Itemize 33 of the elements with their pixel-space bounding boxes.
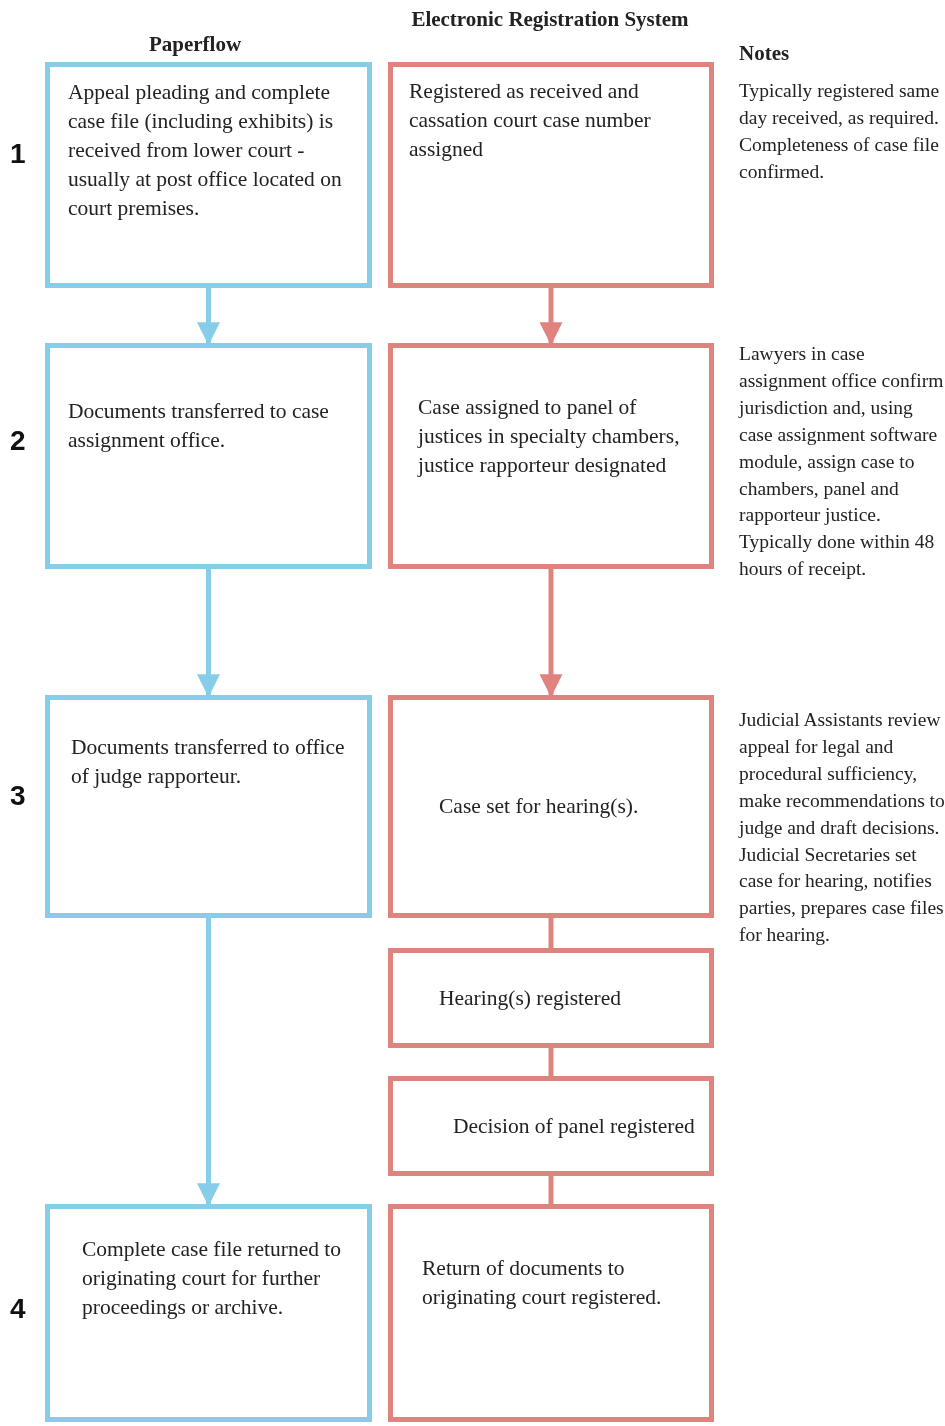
process-box <box>388 948 714 1048</box>
row-number: 1 <box>10 140 27 167</box>
process-box <box>45 1204 372 1422</box>
box-text: Appeal pleading and complete case file (including exhibits) is received from lower court - usually at post office located on court premises. <box>68 78 343 222</box>
box-text: Registered as received and cassation court case number assigned <box>409 77 652 163</box>
row-number: 2 <box>10 427 27 454</box>
process-box <box>45 343 372 569</box>
process-box <box>45 62 372 288</box>
column-heading: Notes <box>739 40 791 67</box>
box-text: Documents transferred to office of judge rapporteur. <box>71 733 346 790</box>
box-text: Hearing(s) registered <box>439 984 622 1012</box>
row-number: 3 <box>10 782 27 809</box>
process-box <box>388 1204 714 1422</box>
box-text: Complete case file returned to originating court for further proceedings or archive. <box>82 1235 343 1321</box>
process-box <box>388 62 714 288</box>
connector-line <box>548 918 554 948</box>
process-box <box>388 695 714 918</box>
process-box <box>45 695 372 918</box>
note-text: Judicial Assistants review appeal for legal and procedural sufficiency, make recommendations to judge and draft decisions. Judicial Secretaries set case for hearing, notifies parties, prepares case files for hearing. <box>739 708 945 948</box>
box-text: Case set for hearing(s). <box>439 793 639 820</box>
box-text: Decision of panel registered <box>453 1112 695 1140</box>
note-text: Lawyers in case assignment office confirm jurisdiction and, using case assignment software module, assign case to chambers, panel and rapporteur justice. Typically done within 48 hours of receipt. <box>739 342 945 582</box>
connector-line <box>548 1176 554 1204</box>
process-box <box>388 1076 714 1176</box>
box-text: Documents transferred to case assignment office. <box>68 398 330 454</box>
note-text: Typically registered same day received, as required. Completeness of case file confirmed. <box>739 79 941 184</box>
connector-line <box>548 1048 554 1076</box>
row-number: 4 <box>10 1295 27 1322</box>
process-box <box>388 343 714 569</box>
box-text: Return of documents to originating court registered. <box>422 1255 663 1311</box>
column-heading: Electronic Registration System <box>410 6 690 33</box>
column-heading: Paperflow <box>147 31 243 58</box>
box-text: Case assigned to panel of justices in specialty chambers, justice rapporteur designated <box>418 393 681 479</box>
